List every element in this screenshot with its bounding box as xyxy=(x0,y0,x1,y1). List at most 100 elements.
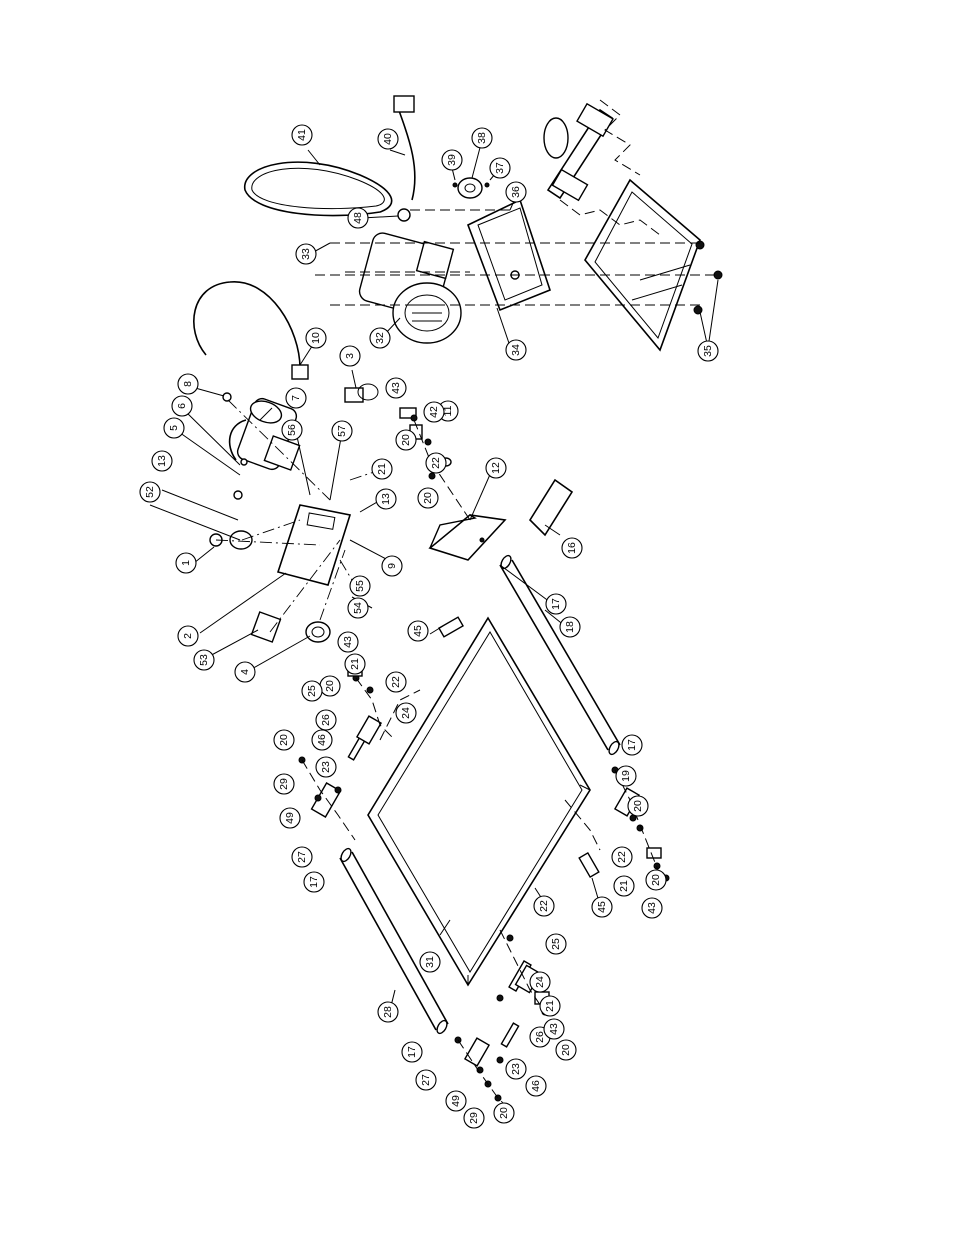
callout-circle xyxy=(193,649,215,671)
callout-40: 40 xyxy=(377,128,399,150)
callout-label: 22 xyxy=(430,457,442,469)
callout-circle xyxy=(377,1001,399,1023)
callout-46: 46 xyxy=(525,1075,547,1097)
callout-circle xyxy=(545,593,567,615)
callout-circle xyxy=(559,616,581,638)
callout-circle xyxy=(417,487,439,509)
callout-label: 21 xyxy=(349,658,361,670)
callout-circle xyxy=(375,488,397,510)
callout-4: 4 xyxy=(234,661,256,683)
callout-29: 29 xyxy=(463,1107,485,1129)
callout-circle xyxy=(615,765,637,787)
callout-circle xyxy=(555,1039,577,1061)
callout-24: 24 xyxy=(395,702,417,724)
callout-label: 24 xyxy=(400,707,412,719)
callout-label: 36 xyxy=(510,186,522,198)
callout-36: 36 xyxy=(505,181,527,203)
callout-13: 13 xyxy=(375,488,397,510)
callout-3: 3 xyxy=(339,345,361,367)
callout-13: 13 xyxy=(151,450,173,472)
callout-label: 5 xyxy=(168,425,180,431)
callout-27: 27 xyxy=(291,846,313,868)
callout-12: 12 xyxy=(485,457,507,479)
callout-circle xyxy=(371,458,393,480)
callout-circle xyxy=(171,395,193,417)
callout-31: 31 xyxy=(419,951,441,973)
callout-label: 12 xyxy=(490,462,502,474)
callout-52: 52 xyxy=(139,481,161,503)
callout-45: 45 xyxy=(591,896,613,918)
callout-label: 6 xyxy=(176,403,188,409)
callout-32: 32 xyxy=(369,327,391,349)
callout-label: 43 xyxy=(548,1023,560,1035)
callout-label: 26 xyxy=(320,714,332,726)
callout-circle xyxy=(331,420,353,442)
motor-mount-assembly xyxy=(193,281,379,643)
callout-circle xyxy=(471,127,493,149)
callout-label: 22 xyxy=(616,851,628,863)
callout-label: 19 xyxy=(620,770,632,782)
callout-48: 48 xyxy=(347,207,369,229)
callout-circle xyxy=(591,896,613,918)
callout-label: 49 xyxy=(284,812,296,824)
callout-20: 20 xyxy=(319,675,341,697)
callout-20: 20 xyxy=(395,429,417,451)
callout-circle xyxy=(151,450,173,472)
callout-label: 11 xyxy=(442,405,454,416)
callout-circle xyxy=(339,345,361,367)
callout-35: 35 xyxy=(697,340,719,362)
cover-part-16 xyxy=(528,478,574,537)
callout-circle xyxy=(505,1058,527,1080)
callout-28: 28 xyxy=(377,1001,399,1023)
callout-circle xyxy=(295,243,317,265)
power-cord-part-40 xyxy=(393,95,416,201)
callout-56: 56 xyxy=(281,419,303,441)
callout-circle xyxy=(163,417,185,439)
callout-label: 26 xyxy=(534,1031,546,1043)
callout-circle xyxy=(401,1041,423,1063)
callout-24: 24 xyxy=(529,971,551,993)
callout-label: 56 xyxy=(286,424,298,436)
frame-centerlines xyxy=(301,419,661,1111)
callout-27: 27 xyxy=(415,1069,437,1091)
callout-label: 17 xyxy=(406,1046,418,1058)
callout-circle xyxy=(545,933,567,955)
callout-label: 29 xyxy=(278,778,290,790)
callout-label: 55 xyxy=(354,580,366,592)
roller-part-28 xyxy=(339,847,449,1035)
callout-circle xyxy=(493,1102,515,1124)
callout-20: 20 xyxy=(273,729,295,751)
callout-circle xyxy=(641,897,663,919)
callout-38: 38 xyxy=(471,127,493,149)
callout-label: 4 xyxy=(239,669,251,675)
callout-43: 43 xyxy=(337,631,359,653)
callout-label: 1 xyxy=(180,560,192,566)
callout-label: 21 xyxy=(544,1000,556,1012)
callout-20: 20 xyxy=(555,1039,577,1061)
callout-circle xyxy=(407,620,429,642)
callout-circle xyxy=(273,729,295,751)
callout-17: 17 xyxy=(401,1041,423,1063)
callout-label: 32 xyxy=(374,332,386,344)
callout-circle xyxy=(425,452,447,474)
callout-23: 23 xyxy=(505,1058,527,1080)
motor-bracket-part-36 xyxy=(466,198,551,312)
callout-43: 43 xyxy=(385,377,407,399)
callout-label: 35 xyxy=(702,345,714,357)
callout-label: 20 xyxy=(650,874,662,886)
side-plate-part-12 xyxy=(428,514,507,561)
callout-circle xyxy=(441,149,463,171)
callout-circle xyxy=(311,729,333,751)
callout-label: 29 xyxy=(468,1112,480,1124)
callout-circle xyxy=(347,597,369,619)
callout-circle xyxy=(697,340,719,362)
callout-label: 45 xyxy=(412,625,424,637)
callout-circle xyxy=(385,671,407,693)
callout-43: 43 xyxy=(641,897,663,919)
callout-1: 1 xyxy=(175,552,197,574)
callout-label: 22 xyxy=(538,900,550,912)
callout-circle xyxy=(234,661,256,683)
callout-circle xyxy=(485,457,507,479)
callout-label: 43 xyxy=(646,902,658,914)
callout-circle xyxy=(177,373,199,395)
